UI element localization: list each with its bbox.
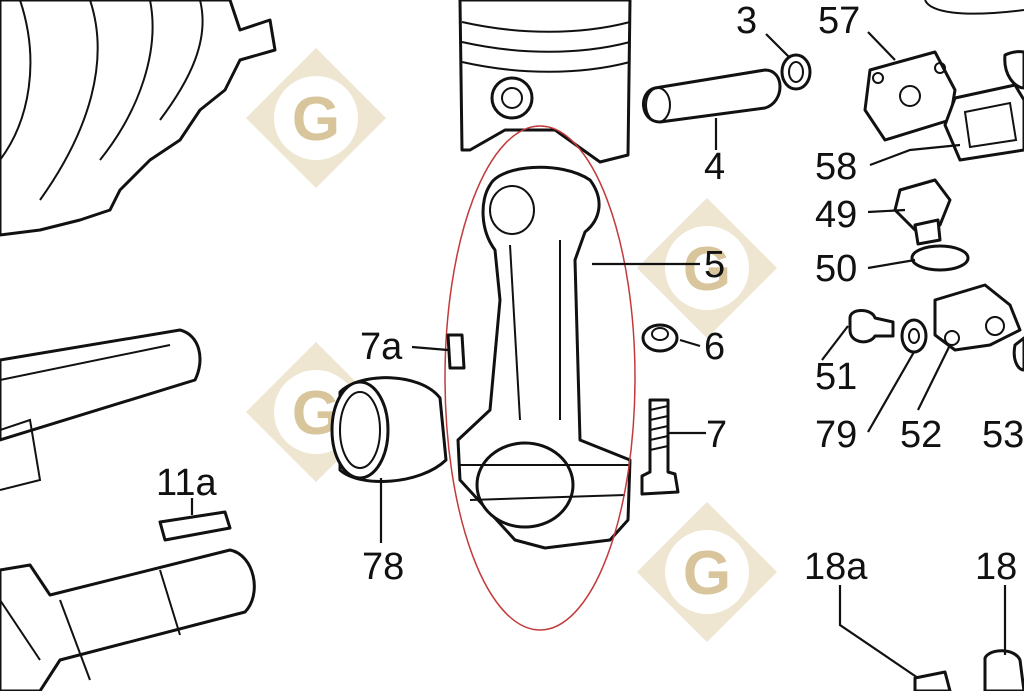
- callout-51: 51: [815, 356, 858, 398]
- valve-49: [893, 178, 952, 246]
- top-right-fragment: [924, 0, 1024, 15]
- bushing-7a: [446, 333, 466, 370]
- callout-5: 5: [704, 244, 726, 286]
- gasket-58: [943, 83, 1024, 162]
- bolt-7: [640, 398, 680, 496]
- camshaft-part: [0, 328, 202, 491]
- callout-79: 79: [815, 414, 858, 456]
- bolt-18a: [913, 670, 952, 691]
- callout-50: 50: [815, 248, 858, 290]
- leader-lines: [190, 31, 1007, 679]
- callout-18a: 18a: [804, 546, 868, 588]
- watermark-logo: G: [637, 502, 777, 642]
- nut-6: [641, 323, 679, 353]
- corner-part: [1003, 50, 1024, 90]
- callout-58: 58: [815, 146, 858, 188]
- gear-shaft-part: [0, 548, 256, 691]
- bracket-52: [933, 283, 1022, 352]
- callout-3: 3: [736, 0, 758, 42]
- callout-53: 53: [982, 414, 1024, 456]
- callout-78: 78: [362, 546, 405, 588]
- o-ring-50: [910, 244, 970, 272]
- callout-7a: 7a: [360, 326, 403, 368]
- crankshaft-part: [0, 0, 277, 237]
- circlip-3: [780, 53, 812, 91]
- highlight-ellipse: [444, 125, 636, 631]
- callout-11a: 11a: [156, 462, 217, 504]
- callout-4: 4: [704, 146, 726, 188]
- callout-57: 57: [818, 0, 861, 42]
- bearing-shell-78: [330, 376, 448, 483]
- key-11a: [158, 510, 232, 542]
- svg-text:G: G: [683, 539, 731, 608]
- piston-pin-4: [642, 68, 782, 124]
- callout-7: 7: [706, 414, 728, 456]
- watermark-logo: G: [637, 198, 777, 338]
- callout-52: 52: [900, 414, 943, 456]
- part-53: [1012, 336, 1024, 372]
- svg-text:G: G: [683, 235, 731, 304]
- washer-79: [900, 318, 928, 354]
- callout-6: 6: [704, 326, 726, 368]
- callout-18: 18: [975, 546, 1018, 588]
- callout-49: 49: [815, 194, 858, 236]
- watermark-logo: G: [246, 48, 386, 188]
- svg-text:G: G: [292, 85, 340, 154]
- flange-57: [863, 50, 957, 142]
- piston-part: [458, 0, 632, 164]
- bolt-18: [983, 649, 1024, 691]
- connecting-rod-5: [456, 165, 632, 550]
- screw-51: [848, 309, 895, 344]
